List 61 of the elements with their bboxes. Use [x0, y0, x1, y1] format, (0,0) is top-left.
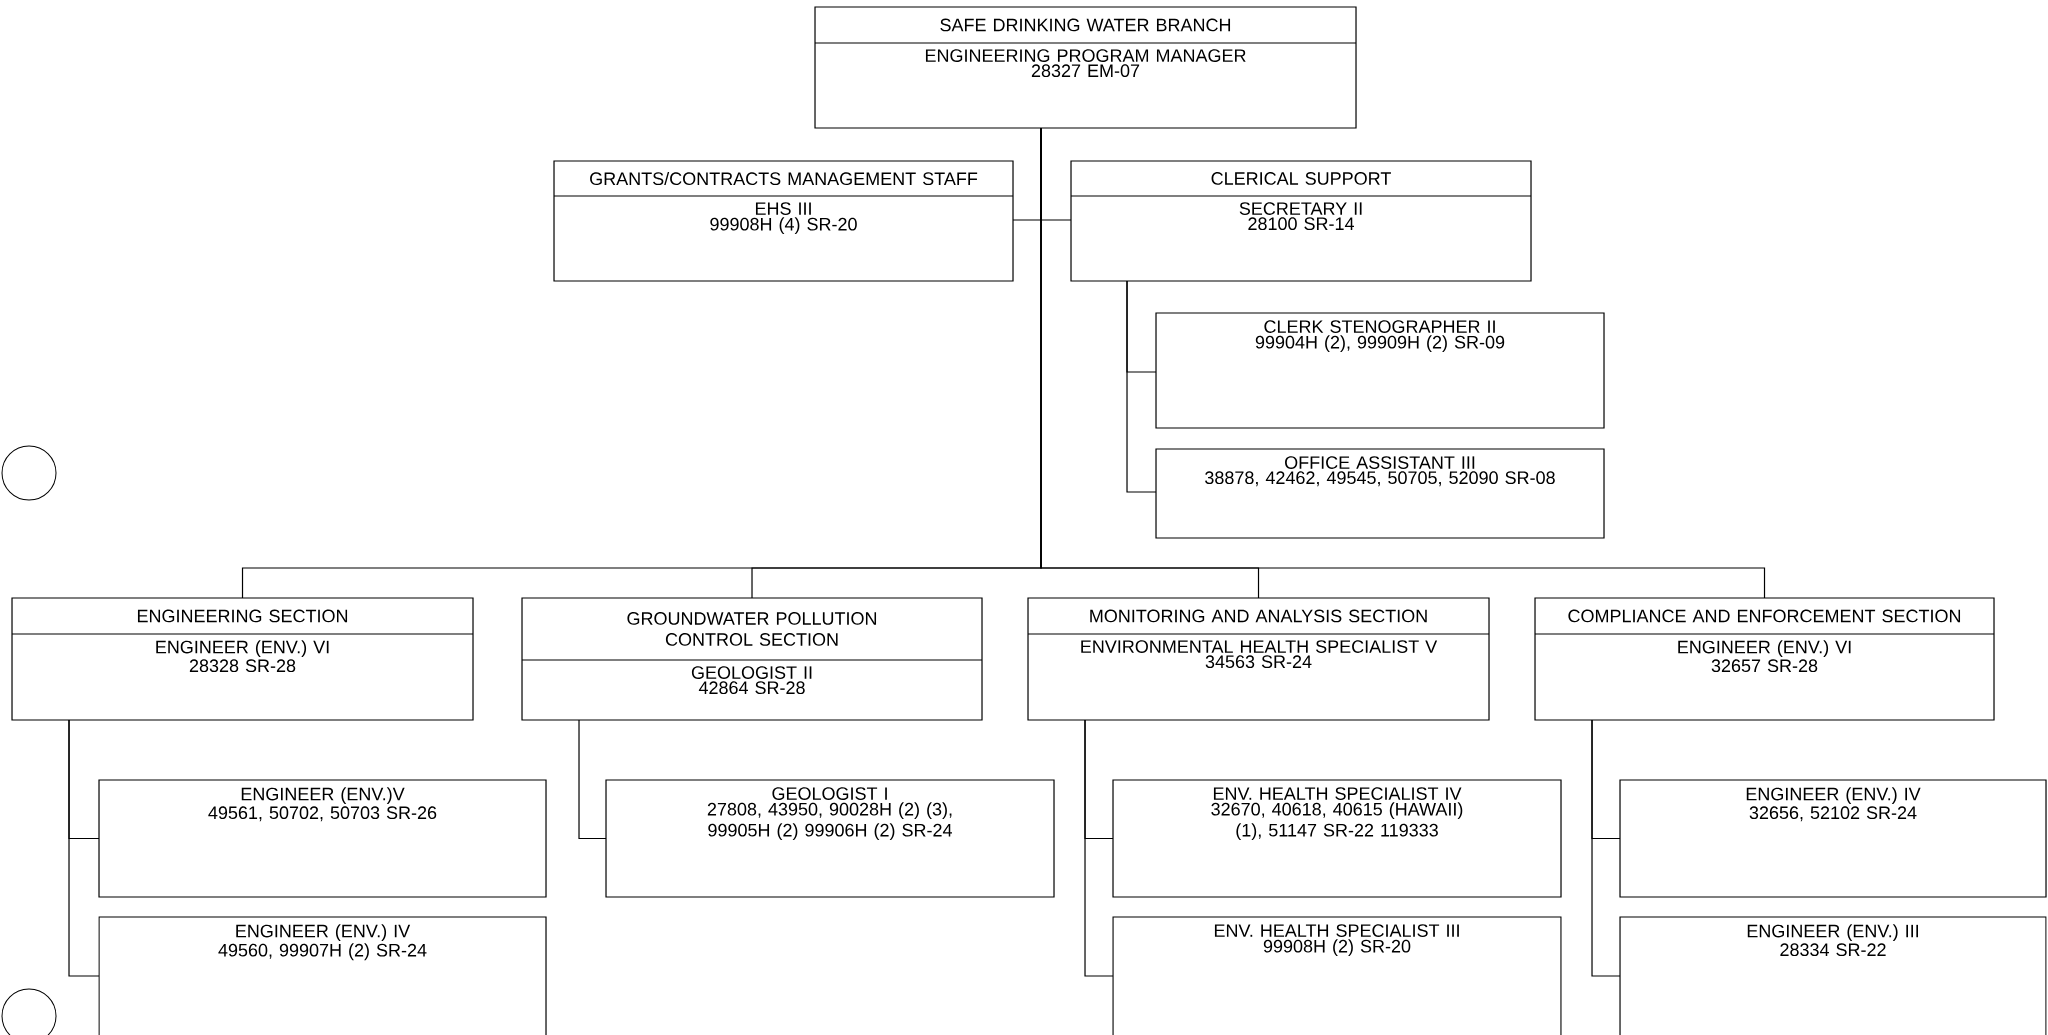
section-heading: COMPLIANCE AND ENFORCEMENT SECTION — [1568, 609, 1961, 623]
position-numbers: 32657 SR-28 — [1711, 659, 1818, 673]
org-box — [1112, 779, 1562, 898]
position-title: SECRETARY II — [1239, 202, 1362, 215]
org-box — [814, 6, 1357, 129]
section-heading: CLERICAL SUPPORT — [1211, 172, 1391, 185]
position-title: CLERK STENOGRAPHER II — [1264, 320, 1495, 333]
position-numbers: 32670, 40618, 40615 (HAWAII) (1), 51147 SR-22 119333 — [1211, 802, 1463, 841]
org-box — [1155, 312, 1605, 429]
position-numbers: 28100 SR-14 — [1248, 217, 1354, 231]
connector-line — [1084, 719, 1114, 977]
position-numbers: 28328 SR-28 — [189, 659, 296, 673]
section-heading: MONITORING AND ANALYSIS SECTION — [1090, 609, 1427, 623]
org-box — [98, 779, 547, 898]
position-title: GEOLOGIST II — [691, 666, 812, 679]
position-numbers: 99904H (2), 99909H (2) SR-09 — [1255, 335, 1505, 353]
position-title: ENGINEERING PROGRAM MANAGER — [925, 49, 1246, 62]
position-numbers: 42864 SR-28 — [698, 681, 805, 695]
org-box — [1027, 597, 1490, 721]
position-title: EHS III — [756, 202, 811, 215]
org-box — [1534, 597, 1995, 721]
position-title: ENV. HEALTH SPECIALIST IV — [1213, 787, 1462, 800]
connector-line — [68, 719, 100, 977]
position-title: ENV. HEALTH SPECIALIST III — [1214, 924, 1459, 937]
org-box — [553, 160, 1014, 282]
position-numbers: 99908H (2) SR-20 — [1263, 939, 1411, 957]
position-numbers: 32656, 52102 SR-24 — [1749, 806, 1917, 822]
position-numbers: 49561, 50702, 50703 SR-26 — [208, 806, 437, 822]
org-box — [1155, 448, 1605, 539]
connector-line — [578, 719, 607, 840]
position-numbers: 38878, 42462, 49545, 50705, 52090 SR-08 — [1205, 471, 1555, 487]
position-numbers: 27808, 43950, 90028H (2) (3), 99905H (2) 99906H (2) SR-24 — [707, 802, 952, 841]
position-title: ENGINEER (ENV.) VI — [1678, 640, 1851, 657]
position-title: OFFICE ASSISTANT III — [1285, 456, 1475, 469]
org-box — [1619, 779, 2047, 898]
position-title: ENGINEER (ENV.) IV — [1746, 787, 1921, 804]
position-numbers: 28334 SR-22 — [1780, 943, 1886, 957]
section-heading: ENGINEERING SECTION — [137, 609, 348, 623]
position-title: ENGINEER (ENV.) III — [1747, 924, 1918, 941]
position-numbers: 34563 SR-24 — [1205, 655, 1312, 669]
position-title: ENGINEER (ENV.)V — [241, 787, 405, 804]
org-box — [605, 779, 1055, 898]
position-numbers: 28327 EM-07 — [1031, 64, 1140, 78]
section-heading: GROUNDWATER POLLUTION CONTROL SECTION — [627, 612, 877, 646]
org-box — [1112, 916, 1562, 1035]
position-numbers: 49560, 99907H (2) SR-24 — [218, 943, 427, 961]
position-title: ENVIRONMENTAL HEALTH SPECIALIST V — [1081, 640, 1438, 653]
section-heading: SAFE DRINKING WATER BRANCH — [940, 18, 1231, 32]
position-title: GEOLOGIST I — [772, 787, 887, 800]
connector-line — [1591, 719, 1621, 977]
section-heading: GRANTS/CONTRACTS MANAGEMENT STAFF — [590, 171, 978, 186]
position-numbers: 99908H (4) SR-20 — [710, 217, 857, 235]
org-box — [98, 916, 547, 1035]
connector-line — [1126, 280, 1157, 493]
org-box — [521, 597, 983, 721]
org-box — [11, 597, 474, 721]
position-title: ENGINEER (ENV.) VI — [156, 640, 329, 657]
connector-line — [1040, 127, 1766, 599]
position-title: ENGINEER (ENV.) IV — [236, 924, 411, 941]
org-box — [1619, 916, 2047, 1035]
org-box — [1070, 160, 1532, 282]
